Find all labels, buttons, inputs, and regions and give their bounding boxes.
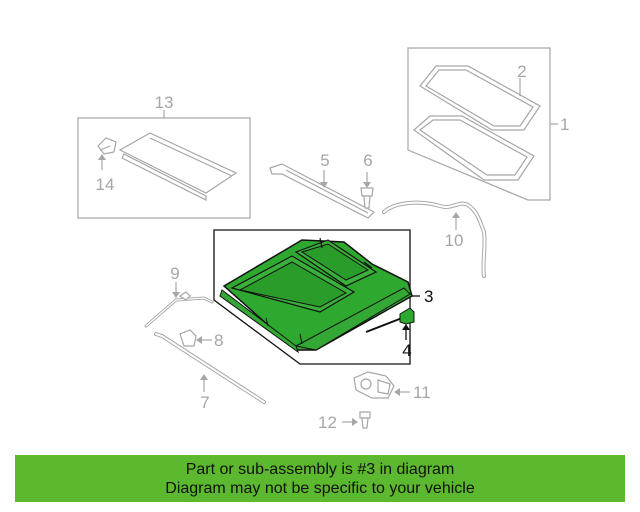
callout-6: 6 [363,151,372,170]
callout-9: 9 [170,264,179,283]
callout-14: 14 [96,175,115,194]
banner-line-1: Part or sub-assembly is #3 in diagram [185,461,455,478]
callout-1: 1 [560,115,569,134]
seal-part-2[interactable] [419,65,541,131]
callout-12: 12 [318,413,337,432]
clip-part-8[interactable] [179,329,197,347]
cable-part-7[interactable] [154,332,266,404]
bolt-part-6[interactable] [360,187,374,209]
glass-group-1[interactable]: 1 2 [407,47,569,201]
callout-10: 10 [445,231,464,250]
banner-line-2: Diagram may not be specific to your vehi… [165,480,475,497]
callout-4: 4 [402,341,411,360]
info-banner: Part or sub-assembly is #3 in diagram Di… [15,455,625,502]
motor-part-11[interactable] [353,371,395,399]
callout-2: 2 [517,62,526,81]
frame-part-3[interactable] [219,237,413,354]
rail-part-5[interactable] [269,163,376,219]
callout-3: 3 [424,287,433,306]
callout-5: 5 [320,151,329,170]
screw-part-12[interactable] [359,411,371,429]
guide-part-4[interactable] [365,307,415,333]
callout-7: 7 [200,393,209,412]
callout-13: 13 [155,93,174,112]
sunshade-group-13[interactable]: 13 14 [77,93,251,219]
callout-11: 11 [413,383,431,402]
drain-hose-part-10[interactable] [382,200,487,278]
callout-8: 8 [214,331,223,350]
deflector-part-9[interactable] [144,291,214,328]
clip-part-14[interactable] [97,137,117,155]
parts-diagram: 13 14 1 2 5 [77,47,569,432]
frame-group-3[interactable]: 3 4 [213,229,433,365]
